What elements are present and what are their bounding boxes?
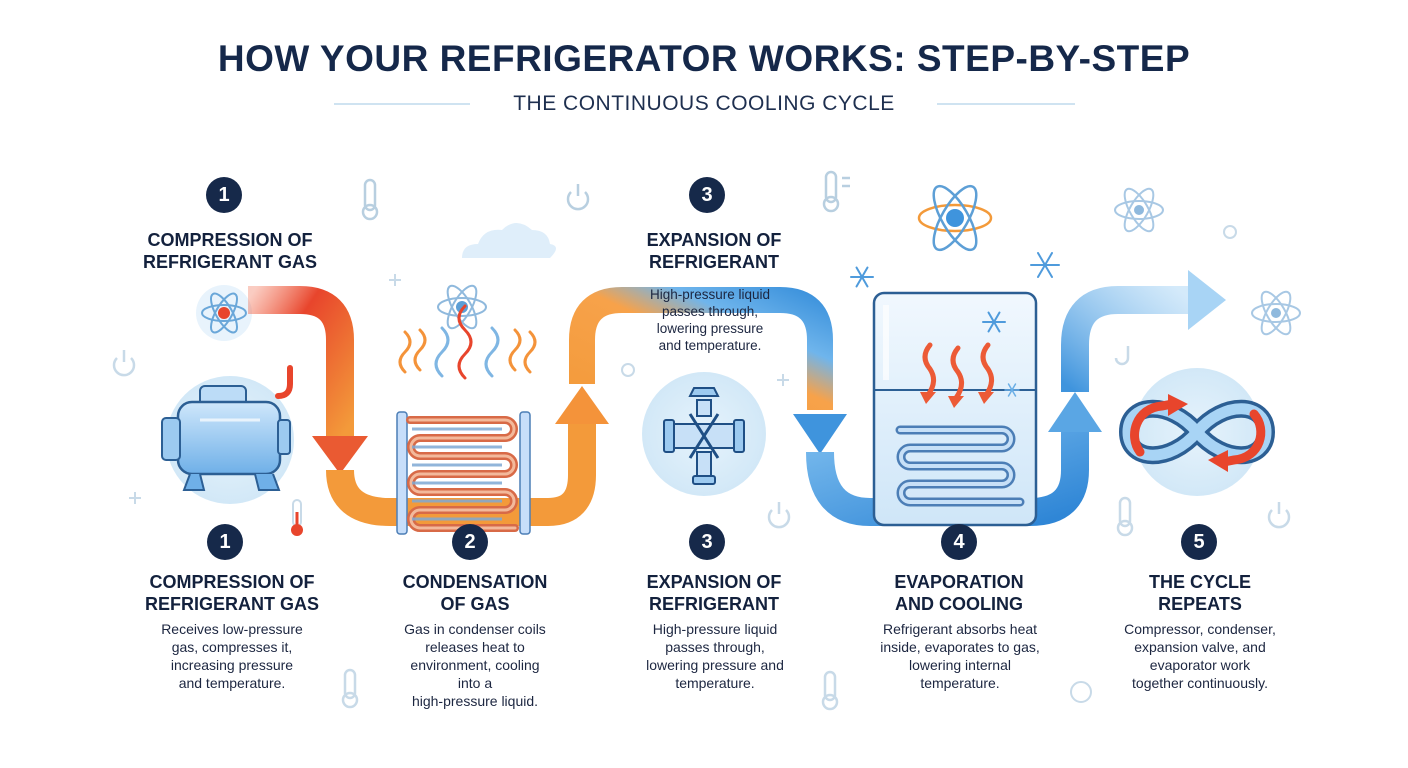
atom-icon (1251, 290, 1301, 336)
step-number-3: 3 (689, 524, 725, 560)
heading-line: EXPANSION OF (646, 230, 782, 250)
desc-line: together continuously. (1132, 675, 1268, 691)
desc-line: into a (457, 675, 493, 691)
heading-line: REFRIGERANT GAS (142, 252, 317, 272)
infinity-cycle-illustration (1118, 368, 1276, 496)
desc-line: High-pressure liquid (649, 287, 771, 302)
condenser-coil-illustration (396, 304, 537, 535)
step-heading-3: EXPANSION OF REFRIGERANT (594, 571, 834, 615)
hook-icon (1114, 346, 1130, 366)
desc-line: lowering internal (909, 657, 1011, 673)
heading-line: COMPRESSION OF (147, 230, 313, 250)
page-title: HOW YOUR REFRIGERATOR WORKS: STEP-BY-STE… (217, 38, 1191, 79)
desc-line: lowering pressure (656, 321, 764, 336)
top-step-number-1: 1 (206, 177, 242, 213)
step-description-5: Compressor, condenser, expansion valve, … (1095, 620, 1305, 692)
heading-line: THE CYCLE (1148, 572, 1251, 592)
snowflake-icon (1004, 383, 1020, 397)
desc-line: gas, compresses it, (171, 639, 293, 655)
desc-line: lowering pressure and (646, 657, 784, 673)
desc-line: Compressor, condenser, (1124, 621, 1276, 637)
desc-line: passes through, (661, 304, 759, 319)
desc-line: High-pressure liquid (652, 621, 778, 637)
step-heading-4: EVAPORATION AND COOLING (849, 571, 1069, 615)
step-number-1: 1 (207, 524, 243, 560)
thermometer-red-icon (291, 499, 303, 536)
heading-line: OF GAS (440, 594, 510, 614)
power-icon (767, 502, 791, 529)
desc-line: Refrigerant absorbs heat (882, 621, 1038, 637)
snowflake-icon (850, 252, 1060, 288)
desc-line: Receives low-pressure (161, 621, 303, 637)
step-number-4: 4 (941, 524, 977, 560)
top-step-heading-1: COMPRESSION OF REFRIGERANT GAS (110, 229, 350, 273)
desc-line: temperature. (675, 675, 755, 691)
flow-arrow-return (1061, 286, 1190, 392)
heading-line: REFRIGERANT GAS (144, 594, 319, 614)
thermometer-icon (822, 170, 850, 213)
arrow-head-right (1188, 270, 1226, 330)
desc-line: environment, cooling (410, 657, 540, 673)
step-heading-5: THE CYCLE REPEATS (1100, 571, 1300, 615)
desc-line: releases heat to (425, 639, 525, 655)
top-step-number-3: 3 (689, 177, 725, 213)
power-icon (1267, 502, 1291, 529)
heading-line: REFRIGERANT (649, 252, 779, 272)
heading-line: CONDENSATION (402, 572, 548, 592)
power-icon (566, 184, 590, 211)
top-step-heading-3: EXPANSION OF REFRIGERANT (594, 229, 834, 273)
desc-line: and temperature. (658, 338, 762, 353)
step-heading-2: CONDENSATION OF GAS (370, 571, 580, 615)
desc-line: temperature. (920, 675, 1000, 691)
snowflake-icon (982, 311, 1006, 333)
atom-icon (1114, 187, 1164, 233)
step-description-2: Gas in condenser coils releases heat to … (375, 620, 575, 710)
desc-line: Gas in condenser coils (404, 621, 546, 637)
arrow-head-up (555, 386, 609, 424)
heading-line: EXPANSION OF (646, 572, 782, 592)
flow-arrow-transition (569, 287, 833, 410)
top-step-description-3: High-pressure liquid passes through, low… (620, 286, 800, 354)
flow-arrow-hot (248, 286, 354, 440)
cloud-icon (462, 223, 556, 258)
desc-line: and temperature. (178, 675, 286, 691)
heading-line: REPEATS (1158, 594, 1242, 614)
desc-line: evaporator work (1149, 657, 1251, 673)
thermometer-icon (361, 178, 379, 221)
subtitle-rule-right (937, 103, 1075, 105)
atom-icon (196, 285, 252, 341)
atom-icon (437, 284, 487, 330)
compressor-illustration (161, 365, 294, 504)
step-description-4: Refrigerant absorbs heat inside, evapora… (845, 620, 1075, 692)
power-icon (112, 350, 136, 377)
heading-line: REFRIGERANT (649, 594, 779, 614)
heading-line: EVAPORATION (894, 572, 1024, 592)
heading-line: AND COOLING (895, 594, 1023, 614)
step-description-3: High-pressure liquid passes through, low… (610, 620, 820, 692)
desc-line: expansion valve, and (1134, 639, 1266, 655)
desc-line: inside, evaporates to gas, (880, 639, 1040, 655)
arrow-head-down (312, 436, 368, 474)
desc-line: passes through, (665, 639, 765, 655)
page-subtitle: THE CONTINUOUS COOLING CYCLE (513, 92, 895, 115)
desc-line: increasing pressure (170, 657, 294, 673)
subtitle-rule-left (334, 103, 470, 105)
arrow-head-up (1048, 392, 1102, 432)
expansion-valve-illustration (642, 372, 766, 496)
heading-line: COMPRESSION OF (149, 572, 315, 592)
step-description-1: Receives low-pressure gas, compresses it… (132, 620, 332, 692)
thermometer-icon (341, 496, 1134, 711)
step-number-5: 5 (1181, 524, 1217, 560)
step-number-2: 2 (452, 524, 488, 560)
desc-line: high-pressure liquid. (411, 693, 539, 709)
atom-icon (917, 184, 993, 252)
step-heading-1: COMPRESSION OF REFRIGERANT GAS (112, 571, 352, 615)
fridge-evaporator-illustration (872, 291, 1038, 527)
arrow-head-down (793, 414, 847, 454)
small-circle (621, 225, 1237, 703)
